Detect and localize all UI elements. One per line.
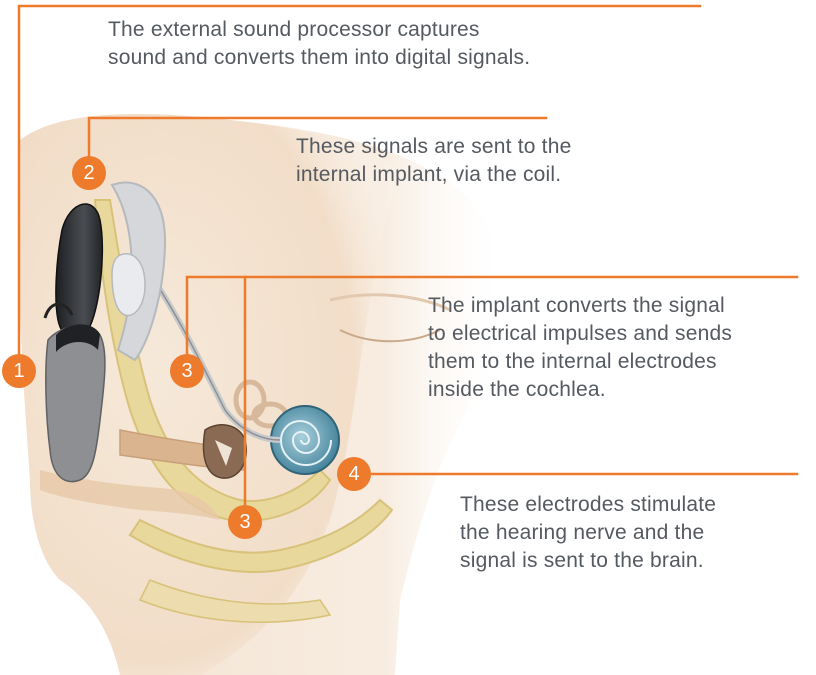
step-badge-2: 2: [72, 156, 106, 190]
step-3-line-2: to electrical impulses and sends: [428, 320, 732, 348]
step-3-line-3: them to the internal electrodes: [428, 348, 732, 376]
step-2-caption: These signals are sent to the internal i…: [296, 133, 571, 189]
step-1-caption: The external sound processor captures so…: [108, 16, 530, 72]
step-3-line-4: inside the cochlea.: [428, 376, 732, 404]
step-1-line-2: sound and converts them into digital sig…: [108, 44, 530, 72]
step-4-line-3: signal is sent to the brain.: [460, 547, 716, 575]
step-3-caption: The implant converts the signal to elect…: [428, 292, 732, 404]
step-3-line-1: The implant converts the signal: [428, 292, 732, 320]
step-badge-4: 4: [337, 457, 371, 491]
step-badge-3: 3: [170, 354, 204, 388]
step-1-line-1: The external sound processor captures: [108, 16, 530, 44]
step-badge-1: 1: [2, 354, 36, 388]
step-4-caption: These electrodes stimulate the hearing n…: [460, 491, 716, 575]
step-2-line-2: internal implant, via the coil.: [296, 161, 571, 189]
step-badge-3-secondary: 3: [228, 505, 262, 539]
step-4-line-2: the hearing nerve and the: [460, 519, 716, 547]
step-2-line-1: These signals are sent to the: [296, 133, 571, 161]
step-4-line-1: These electrodes stimulate: [460, 491, 716, 519]
